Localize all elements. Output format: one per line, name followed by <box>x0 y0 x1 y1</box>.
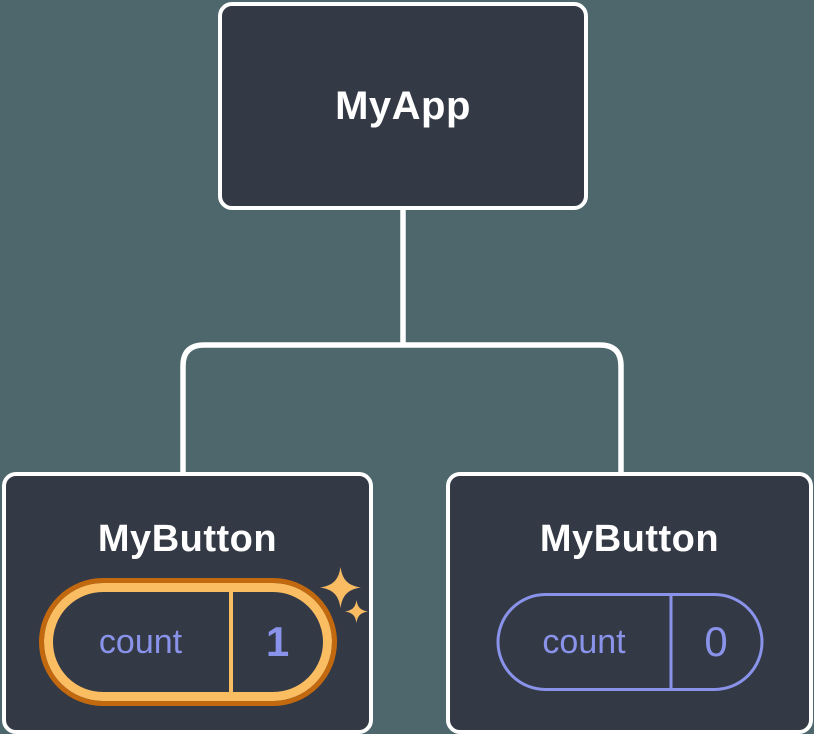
state-key-label: count <box>98 622 183 661</box>
node-myapp-label: MyApp <box>335 83 471 128</box>
node-myapp: MyApp <box>218 2 588 210</box>
node-mybutton-plain: MyButton count 0 <box>446 472 813 734</box>
state-value: 0 <box>704 618 728 665</box>
state-pill-plain: count 0 <box>496 593 763 691</box>
state-pill-divider <box>228 592 233 692</box>
node-mybutton-highlighted: MyButton count 1 <box>2 472 373 734</box>
node-mybutton-1-label: MyButton <box>97 518 278 560</box>
node-mybutton-2-label: MyButton <box>539 518 720 560</box>
sparkle-icon-large <box>320 567 361 608</box>
state-pill-highlighted: count 1 <box>38 578 337 706</box>
state-key-label: count <box>542 622 626 661</box>
state-pill-divider <box>669 596 672 688</box>
sparkle-icon-small <box>345 600 368 623</box>
state-value: 1 <box>265 618 290 665</box>
